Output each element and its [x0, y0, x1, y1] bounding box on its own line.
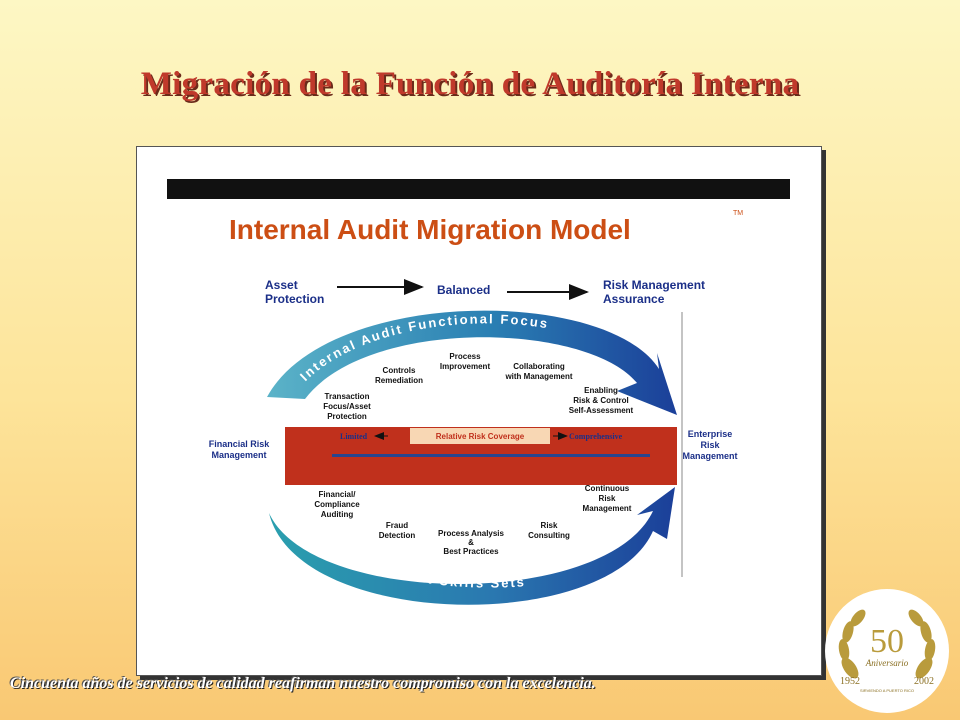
focus-enabling-line2: Risk & Control: [573, 396, 629, 405]
relative-risk-coverage-label: Relative Risk Coverage: [436, 432, 525, 441]
focus-transaction-line3: Protection: [327, 412, 367, 421]
laurel-wreath-icon: [838, 609, 936, 679]
skill-fraud-line2: Detection: [379, 531, 416, 540]
enterprise-risk-line3: Management: [682, 451, 737, 461]
focus-enabling-line3: Self-Assessment: [569, 406, 634, 415]
logo-number: 50: [870, 623, 904, 660]
focus-collaborating-line2: with Management: [504, 372, 572, 381]
skill-process-line2: &: [468, 538, 474, 547]
skill-fraud-line1: Fraud: [386, 521, 408, 530]
top-arc-arrow: [267, 310, 677, 415]
skill-financial-line2: Compliance: [314, 500, 360, 509]
skill-continuous-line1: Continuous: [585, 484, 630, 493]
focus-controls-line2: Remediation: [375, 376, 423, 385]
focus-process-line1: Process: [449, 352, 481, 361]
migration-model-diagram: Internal Audit Migration Model TM Asset …: [167, 179, 790, 605]
financial-risk-line2: Management: [211, 450, 266, 460]
focus-collaborating-line1: Collaborating: [513, 362, 565, 371]
slide-footer: Cincuenta años de servicios de calidad r…: [10, 675, 596, 692]
skill-process-line1: Process Analysis: [438, 529, 505, 538]
stage-risk-line1: Risk Management: [603, 278, 705, 292]
enterprise-risk-line2: Risk: [700, 440, 720, 450]
stage-risk-line2: Assurance: [603, 292, 665, 306]
skill-risk-consulting-line1: Risk: [541, 521, 558, 530]
logo-year-start: 1952: [840, 676, 860, 687]
stage-asset-line2: Protection: [265, 292, 324, 306]
logo-tagline: SIRVIENDO A PUERTO RICO: [860, 688, 914, 693]
logo-year-end: 2002: [914, 676, 934, 687]
stage-balanced: Balanced: [437, 283, 490, 297]
migration-model-figure: Internal Audit Migration Model TM Asset …: [136, 146, 822, 676]
bottom-arc-arrow: [269, 487, 675, 605]
comprehensive-label: Comprehensive: [569, 432, 623, 441]
slide-title: Migración de la Función de Auditoría Int…: [140, 66, 800, 102]
skill-risk-consulting-line2: Consulting: [528, 531, 570, 540]
logo-word: Aniversario: [865, 658, 909, 668]
skill-financial-line1: Financial/: [319, 490, 357, 499]
enterprise-risk-line1: Enterprise: [688, 429, 733, 439]
skill-process-line3: Best Practices: [443, 547, 499, 556]
limited-label: Limited: [340, 432, 368, 441]
focus-transaction-line1: Transaction: [325, 392, 370, 401]
focus-process-line2: Improvement: [440, 362, 491, 371]
financial-risk-line1: Financial Risk: [209, 439, 271, 449]
skill-continuous-line3: Management: [583, 504, 632, 513]
header-bar: [167, 179, 790, 199]
skill-financial-line3: Auditing: [321, 510, 354, 519]
focus-transaction-line2: Focus/Asset: [323, 402, 371, 411]
diagram-title: Internal Audit Migration Model: [229, 214, 631, 245]
focus-enabling-line1: Enabling: [584, 386, 618, 395]
focus-controls-line1: Controls: [383, 366, 416, 375]
skill-continuous-line2: Risk: [599, 494, 616, 503]
stage-asset-line1: Asset: [265, 278, 298, 292]
trademark-mark: TM: [733, 210, 743, 217]
relative-risk-label-box: [410, 428, 550, 444]
band-line: [332, 454, 650, 457]
anniversary-logo: 50 Aniversario 1952 2002 SIRVIENDO A PUE…: [825, 589, 949, 713]
